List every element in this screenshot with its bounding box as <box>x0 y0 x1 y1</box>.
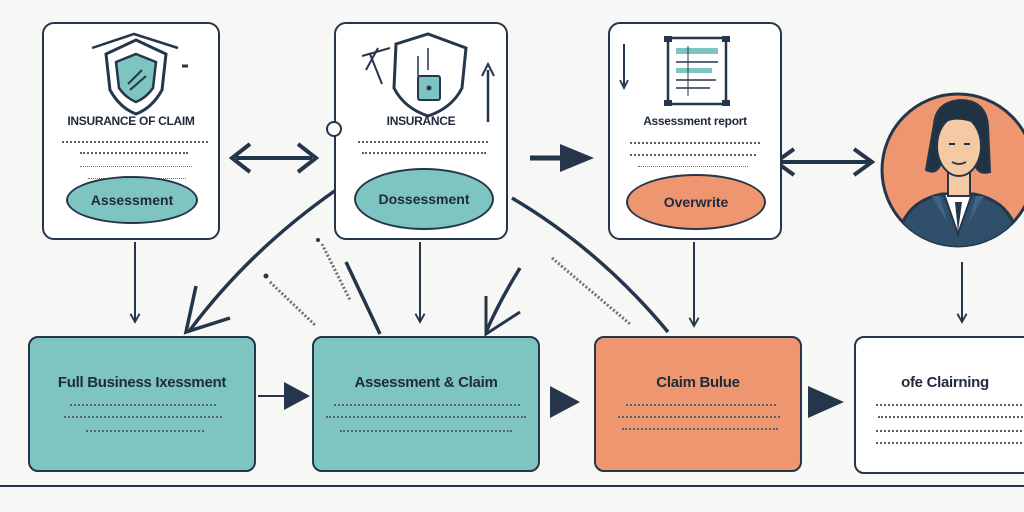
shield-icon <box>91 32 188 116</box>
text-line <box>876 404 1024 406</box>
text-line <box>618 416 780 418</box>
card-title: INSURANCE OF CLAIM <box>67 114 195 128</box>
text-line <box>630 142 760 144</box>
text-line <box>80 166 192 167</box>
text-line <box>80 152 188 154</box>
text-line <box>630 154 756 156</box>
text-line <box>876 442 1024 444</box>
double-arrow-card1-card2 <box>228 142 320 174</box>
top-card-assessment-report: Assessment report Overwrite <box>608 22 782 240</box>
text-line <box>878 416 1024 418</box>
text-line <box>86 430 204 432</box>
text-line <box>626 404 776 406</box>
text-line <box>876 430 1024 432</box>
text-line <box>340 430 512 432</box>
text-line <box>622 428 778 430</box>
box-full-business-assessment[interactable]: Full Business Ixessment <box>28 336 256 472</box>
pill-overwrite[interactable]: Overwrite <box>626 174 766 230</box>
box-title: ofe Clairning <box>901 374 989 391</box>
box-title: Claim Bulue <box>656 374 740 391</box>
text-line <box>358 141 488 143</box>
top-card-insurance-claim: INSURANCE OF CLAIM Assessment <box>42 22 220 240</box>
document-icon <box>619 36 730 106</box>
person-avatar-icon <box>880 92 1024 248</box>
text-line <box>362 152 486 154</box>
box-claiming[interactable]: ofe Clairning <box>854 336 1024 474</box>
text-line <box>638 166 748 167</box>
box-title: Full Business Ixessment <box>57 374 227 391</box>
pill-assessment[interactable]: Assessment <box>66 176 198 224</box>
double-arrow-card3-avatar <box>772 147 876 177</box>
box-assessment-claim[interactable]: Assessment & Claim <box>312 336 540 472</box>
down-arrows <box>135 242 962 326</box>
text-line <box>62 141 208 143</box>
card-title: Assessment report <box>643 114 747 128</box>
pill-dossessment[interactable]: Dossessment <box>354 168 494 230</box>
card-title: INSURANCE <box>386 114 456 128</box>
baseline-rule <box>0 485 1024 487</box>
diagonal-connectors <box>183 188 670 337</box>
box-claim-value[interactable]: Claim Bulue <box>594 336 802 472</box>
connector-node <box>326 121 342 137</box>
text-line <box>70 404 216 406</box>
text-line <box>64 416 222 418</box>
text-line <box>334 404 520 406</box>
shield-icon <box>361 32 495 122</box>
arrow-card2-card3 <box>530 144 594 172</box>
horizontal-small-arrows <box>258 382 844 418</box>
box-title: Assessment & Claim <box>354 374 498 391</box>
text-line <box>326 416 526 418</box>
top-card-insurance: INSURANCE Dossessment <box>334 22 508 240</box>
